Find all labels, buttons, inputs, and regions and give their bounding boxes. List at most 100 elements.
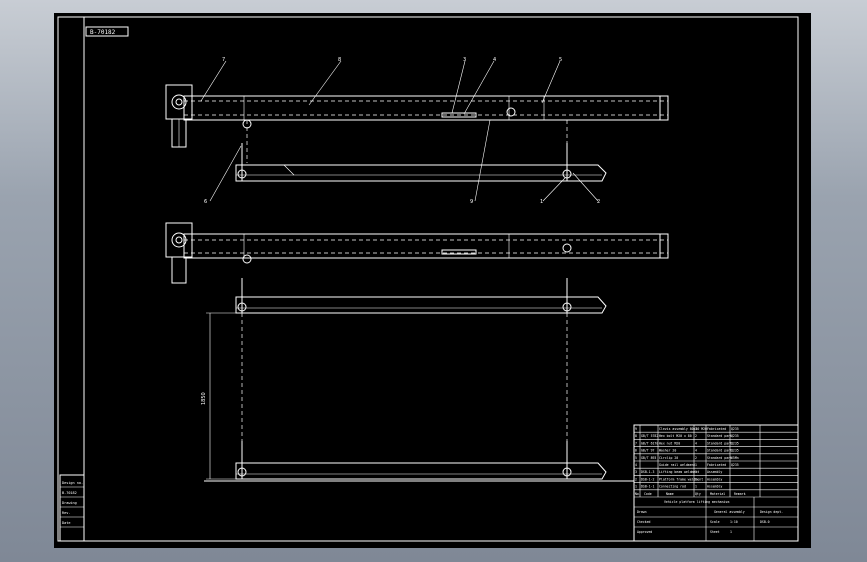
- bom-header-qty: Qty: [695, 492, 701, 496]
- bom-cell-qty: 4: [695, 449, 697, 453]
- bom-cell-no: 5: [635, 456, 637, 460]
- bom-cell-code: GB/T 893: [641, 456, 656, 460]
- leader-4: [463, 60, 495, 115]
- top-roller-left: [237, 169, 247, 179]
- side-row-2: Drawing: [62, 501, 77, 505]
- bom-cell-name: Guide rail weldment: [659, 463, 696, 467]
- drawing-canvas: B-70182: [57, 16, 799, 542]
- bom-cell-qty: 1: [695, 477, 697, 481]
- checked-label: Checked: [637, 520, 651, 524]
- bom-cell-remark: 65Mn: [731, 456, 739, 460]
- dimension-label: 1850: [201, 392, 207, 405]
- balloon-6: 6: [204, 199, 207, 205]
- mid-roller-right: [562, 302, 572, 312]
- side-row-0: Design no.: [62, 481, 83, 485]
- bom-cell-no: 4: [635, 463, 637, 467]
- mid-platform: [235, 296, 607, 314]
- side-row-1: B-70182: [62, 491, 77, 495]
- bom-cell-material: Fabricated: [707, 427, 726, 431]
- bom-cell-name: Hex bolt M20 x 80: [659, 434, 692, 438]
- bom-cell-name: Lifting beam weldment: [659, 470, 699, 474]
- bom-cell-material: Assembly: [707, 485, 722, 489]
- low-roller-right: [562, 467, 572, 477]
- bom-cell-material: Standard part: [707, 449, 732, 453]
- balloon-8: 8: [338, 57, 341, 63]
- balloon-4: 4: [493, 57, 496, 63]
- leader-6: [209, 145, 242, 202]
- bom-cell-qty: 1: [695, 463, 697, 467]
- bom-cell-name: Circlip 20: [659, 456, 678, 460]
- mid-roller-left: [237, 302, 247, 312]
- bom-cell-material: Assembly: [707, 470, 722, 474]
- inner-frame: [83, 16, 799, 542]
- bom-cell-name: Connecting rod: [659, 485, 686, 489]
- lowered-view: 1850: [201, 312, 634, 482]
- top-platform: [235, 164, 607, 182]
- balloon-7: 7: [222, 57, 225, 63]
- mid-head-pulley-hub: [175, 236, 183, 244]
- drawn-label: Drawn: [637, 510, 647, 514]
- bom-cell-no: 3: [635, 470, 637, 474]
- bom-cell-qty: 1: [695, 485, 697, 489]
- title-code-box: [85, 26, 129, 37]
- balloon-3: 3: [463, 57, 466, 63]
- side-row-4: Date: [62, 521, 70, 525]
- middle-view: [165, 222, 669, 314]
- bom-cell-qty: 2: [695, 456, 697, 460]
- top-pin-right: [506, 107, 516, 117]
- bom-cell-remark: Q235: [731, 463, 739, 467]
- top-cylinder: [441, 112, 477, 118]
- side-table-frame: [59, 474, 85, 542]
- balloon-5: 5: [559, 57, 562, 63]
- bom-cell-material: Standard part: [707, 456, 732, 460]
- bom-cell-qty: 2: [695, 434, 697, 438]
- bom-cell-code: DSB-1-3: [641, 470, 655, 474]
- bom-cell-no: 2: [635, 477, 637, 481]
- bom-cell-code: DSB-1-2: [641, 477, 655, 481]
- bom-header-name: Name: [666, 492, 674, 496]
- top-view: 7 8 3 4 5 6 9 1 2: [165, 57, 669, 205]
- top-head-block: [165, 84, 193, 120]
- bom-cell-qty: 1: [695, 470, 697, 474]
- bom-cell-no: 9: [635, 427, 637, 431]
- assembly-label: General assembly: [714, 510, 745, 514]
- balloon-9: 9: [470, 199, 473, 205]
- bom-cell-name: Washer 20: [659, 449, 676, 453]
- bom-cell-no: 1: [635, 485, 637, 489]
- leader-8: [308, 60, 342, 106]
- bom-cell-code: DSB-1-1: [641, 485, 655, 489]
- bom-cell-no: 6: [635, 449, 637, 453]
- leader-1: [542, 177, 566, 202]
- leader-5: [541, 60, 561, 104]
- top-platform-ramp: [283, 164, 295, 176]
- balloon-2: 2: [597, 199, 600, 205]
- scale-label: Scale: [710, 520, 720, 524]
- drawing-title: Vehicle platform lifting mechanism: [664, 500, 729, 504]
- mid-head-block: [165, 222, 193, 258]
- drawing-code: DSB-0: [760, 520, 770, 524]
- bom-cell-qty: 4: [695, 441, 697, 445]
- bom-cell-name: Platform frame weldment: [659, 477, 703, 481]
- mid-beam: [183, 233, 669, 259]
- bom-header-material: Material: [710, 492, 725, 496]
- bom-cell-remark: Q235: [731, 441, 739, 445]
- approved-label: Approved: [637, 530, 652, 534]
- top-head-pulley-hub: [175, 98, 183, 106]
- balloon-1: 1: [540, 199, 543, 205]
- title-code: B-70182: [90, 29, 116, 36]
- drawing-sheet[interactable]: B-70182: [54, 13, 811, 548]
- bom-cell-material: Standard part: [707, 441, 732, 445]
- mid-head-post: [171, 256, 187, 284]
- bom-cell-name: Hex nut M20: [659, 441, 680, 445]
- bom-cell-material: Standard part: [707, 434, 732, 438]
- bom-header-no: No.: [635, 492, 641, 496]
- bom-cell-no: 8: [635, 434, 637, 438]
- bom-header-remark: Remark: [734, 492, 746, 496]
- bom-cell-code: GB/T 6170: [641, 441, 658, 445]
- bom-cell-no: 7: [635, 441, 637, 445]
- side-table: Design no. B-70182 Drawing Rev. Date: [59, 474, 85, 542]
- bom-cell-remark: Q235: [731, 427, 739, 431]
- bom-cell-material: Fabricated: [707, 463, 726, 467]
